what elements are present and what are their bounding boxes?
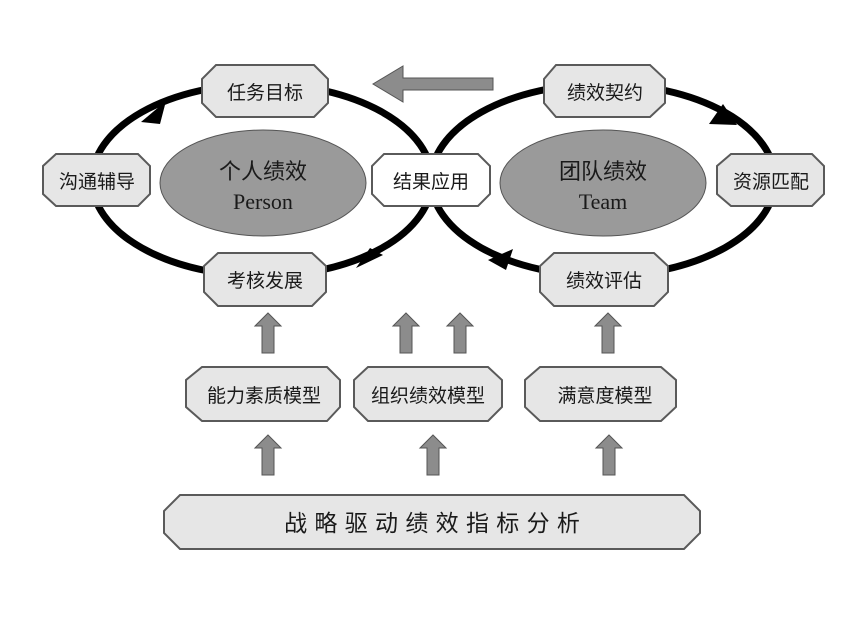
up-arrow-icon — [391, 312, 421, 354]
model-organizational-performance[interactable]: 组织绩效模型 — [353, 366, 503, 422]
foundation-label: 战 略 驱 动 绩 效 指 标 分 析 — [284, 511, 580, 537]
node-resource-matching-label: 资源匹配 — [733, 171, 809, 193]
node-performance-evaluation-label: 绩效评估 — [566, 270, 642, 292]
node-communication[interactable]: 沟通辅导 — [42, 153, 151, 207]
node-assessment[interactable]: 考核发展 — [203, 252, 327, 307]
node-resource-matching[interactable]: 资源匹配 — [716, 153, 825, 207]
node-result-application[interactable]: 结果应用 — [371, 153, 491, 207]
up-arrow-icon — [253, 434, 283, 476]
team-ellipse — [499, 129, 707, 237]
node-communication-label: 沟通辅导 — [59, 171, 135, 193]
node-performance-contract[interactable]: 绩效契约 — [543, 64, 666, 118]
foundation-strategy-analysis[interactable]: 战 略 驱 动 绩 效 指 标 分 析 — [163, 494, 701, 550]
model-organizational-performance-label: 组织绩效模型 — [371, 385, 485, 407]
up-arrow-icon — [445, 312, 475, 354]
team-title: 团队绩效 — [559, 160, 647, 185]
upward-arrows-to-loops — [253, 312, 623, 354]
model-satisfaction-label: 满意度模型 — [557, 385, 652, 407]
person-subtitle: Person — [233, 189, 293, 214]
node-task-goal-label: 任务目标 — [227, 82, 303, 104]
node-performance-evaluation[interactable]: 绩效评估 — [539, 252, 669, 307]
up-arrow-icon — [253, 312, 283, 354]
up-arrow-icon — [594, 434, 624, 476]
node-result-application-label: 结果应用 — [393, 171, 469, 193]
up-arrow-icon — [593, 312, 623, 354]
model-competency-label: 能力素质模型 — [207, 385, 321, 407]
node-assessment-label: 考核发展 — [227, 270, 303, 292]
team-subtitle: Team — [579, 189, 628, 214]
model-competency[interactable]: 能力素质模型 — [185, 366, 341, 422]
model-satisfaction[interactable]: 满意度模型 — [524, 366, 677, 422]
node-performance-contract-label: 绩效契约 — [567, 82, 643, 104]
up-arrow-icon — [418, 434, 448, 476]
top-left-arrow-icon — [372, 65, 494, 103]
node-task-goal[interactable]: 任务目标 — [201, 64, 329, 118]
left-loop-arrowhead-top — [141, 101, 166, 124]
right-loop-arrowhead-top — [709, 104, 737, 125]
person-title: 个人绩效 — [219, 160, 307, 185]
upward-arrows-to-models — [253, 434, 624, 476]
left-loop-arrowhead-bottom — [356, 248, 383, 268]
team-center: 团队绩效 Team — [499, 129, 707, 237]
right-loop-arrowhead-bottom — [488, 249, 513, 270]
person-ellipse — [159, 129, 367, 237]
person-center: 个人绩效 Person — [159, 129, 367, 237]
